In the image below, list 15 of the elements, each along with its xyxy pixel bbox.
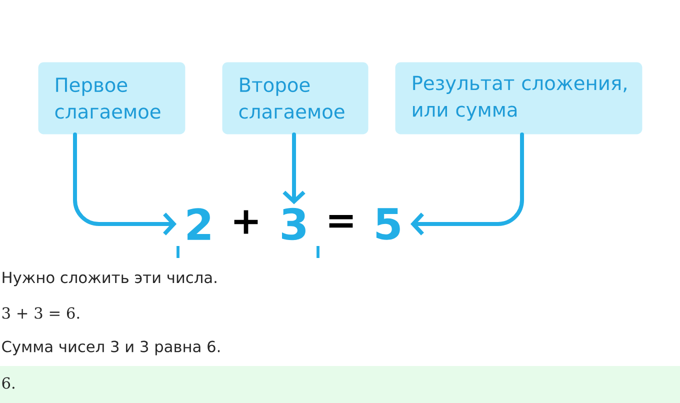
arrow [282,132,306,204]
term-box: Второе слагаемое [222,62,368,134]
solution-text: 6. [2,377,14,389]
plus-sign: + [234,210,258,234]
number: 5 [376,208,400,240]
term-box: Результат сложения, или сумма [395,62,642,134]
number: 2 [188,208,210,240]
term-box: Первое слагаемое [38,62,186,134]
solution-text: 3 + 3 = 6. [2,307,80,319]
solution-text: Сумма чисел 3 и 3 равна 6. [2,340,220,356]
equals-sign: = [329,215,353,228]
arrow [410,132,524,236]
number: 3 [282,208,306,240]
arrow [73,132,177,236]
solution-text: Нужно сложить эти числа. [2,272,216,286]
